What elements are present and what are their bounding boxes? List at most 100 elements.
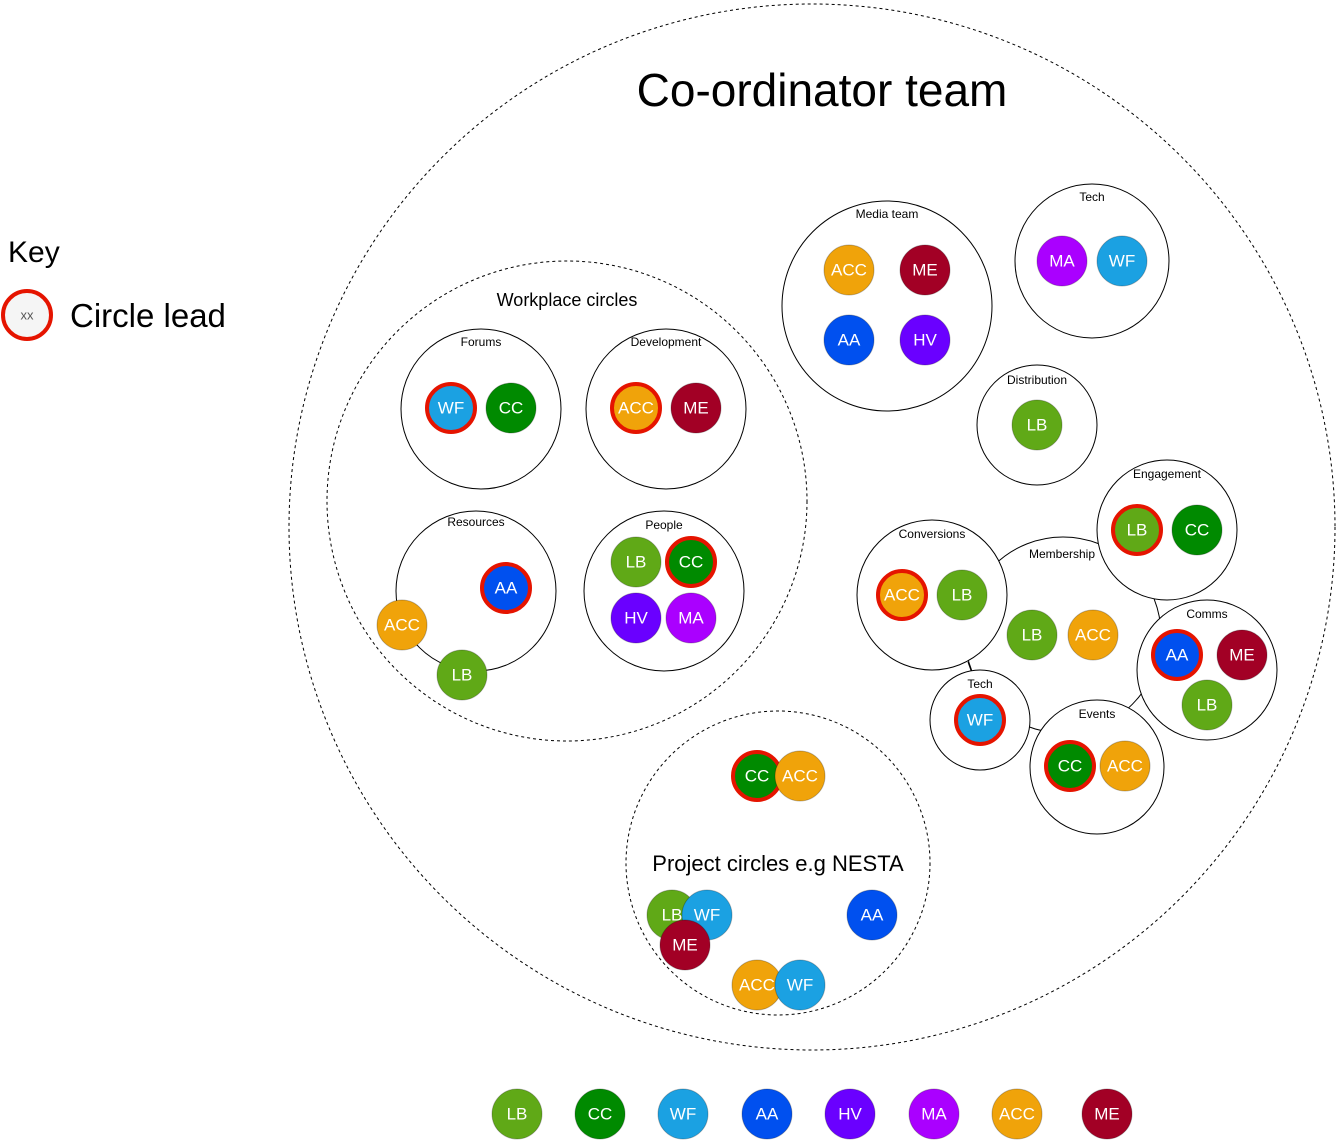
events-circle xyxy=(1029,699,1165,835)
tech-top-circle xyxy=(1014,183,1170,339)
membership-label: Membership xyxy=(1029,547,1095,561)
tech-lower-label: Tech xyxy=(967,677,992,691)
member-node-circle xyxy=(774,959,826,1011)
forums-label: Forums xyxy=(461,335,502,349)
member-node-label: ACC xyxy=(739,976,775,995)
legend-node-aa: AA xyxy=(741,1088,793,1140)
member-node-circle xyxy=(1006,609,1058,661)
legend-node-circle xyxy=(908,1088,960,1140)
member-node-label: ACC xyxy=(884,586,920,605)
member-node-circle xyxy=(954,694,1006,746)
workplace-circles-boundary xyxy=(326,260,808,742)
member-node-label: MA xyxy=(1049,252,1075,271)
member-node-circle xyxy=(670,382,722,434)
member-node-lb: LB xyxy=(610,536,662,588)
member-node-circle xyxy=(1216,629,1268,681)
member-node-label: LB xyxy=(1197,696,1218,715)
member-node-circle xyxy=(1151,629,1203,681)
member-node-label: CC xyxy=(499,399,524,418)
member-node-lb: LB xyxy=(1011,399,1063,451)
resources-label: Resources xyxy=(447,515,504,529)
coordinator-team-boundary xyxy=(288,3,1336,1051)
member-node-circle xyxy=(425,382,477,434)
member-node-me: ME xyxy=(659,919,711,971)
legend-node-label: HV xyxy=(838,1105,862,1124)
member-node-circle xyxy=(376,599,428,651)
member-node-label: ACC xyxy=(1107,757,1143,776)
media-team-label: Media team xyxy=(856,207,919,221)
legend-node-label: ME xyxy=(1094,1105,1120,1124)
member-node-wf: WF xyxy=(1096,235,1148,287)
member-node-label: LB xyxy=(662,906,683,925)
conversions-circle xyxy=(856,519,1008,671)
member-node-wf-lead: WF xyxy=(425,382,477,434)
project-circles-label: Project circles e.g NESTA xyxy=(652,851,904,876)
member-node-wf-lead: WF xyxy=(954,694,1006,746)
member-node-label: WF xyxy=(1109,252,1135,271)
member-node-circle xyxy=(436,649,488,701)
member-node-label: AA xyxy=(1166,646,1189,665)
member-node-label: AA xyxy=(838,331,861,350)
member-node-label: LB xyxy=(952,586,973,605)
legend-node-label: MA xyxy=(921,1105,947,1124)
legend-node-circle xyxy=(741,1088,793,1140)
member-node-circle xyxy=(936,569,988,621)
development-label: Development xyxy=(631,335,702,349)
member-node-circle xyxy=(610,592,662,644)
legend-node-acc: ACC xyxy=(991,1088,1043,1140)
legend-node-label: CC xyxy=(588,1105,613,1124)
diagram-title: Co-ordinator team xyxy=(637,64,1008,116)
member-node-label: ACC xyxy=(384,616,420,635)
legend-node-circle xyxy=(1081,1088,1133,1140)
member-node-ma: MA xyxy=(1036,235,1088,287)
member-node-label: ACC xyxy=(831,261,867,280)
member-node-label: LB xyxy=(1022,626,1043,645)
member-node-label: HV xyxy=(913,331,937,350)
member-node-cc: CC xyxy=(485,382,537,434)
people-circle xyxy=(583,510,745,672)
people-label: People xyxy=(645,518,683,532)
member-node-label: WF xyxy=(967,711,993,730)
member-node-aa: AA xyxy=(846,889,898,941)
member-node-acc: ACC xyxy=(731,959,783,1011)
key-label: Circle lead xyxy=(70,297,226,334)
member-node-acc: ACC xyxy=(376,599,428,651)
legend-node-label: LB xyxy=(507,1105,528,1124)
member-node-circle xyxy=(774,750,826,802)
member-node-circle xyxy=(1096,235,1148,287)
tech-top-label: Tech xyxy=(1079,190,1104,204)
member-node-label: CC xyxy=(1185,521,1210,540)
member-node-circle xyxy=(1036,235,1088,287)
member-node-circle xyxy=(823,314,875,366)
member-node-wf: WF xyxy=(774,959,826,1011)
member-node-label: ME xyxy=(672,936,698,955)
member-node-label: ACC xyxy=(782,767,818,786)
key-sample-text: xx xyxy=(21,308,35,323)
member-node-label: ME xyxy=(1229,646,1255,665)
member-node-hv: HV xyxy=(899,314,951,366)
member-node-lb: LB xyxy=(1181,679,1233,731)
member-node-label: AA xyxy=(861,906,884,925)
member-node-lb: LB xyxy=(436,649,488,701)
member-node-cc-lead: CC xyxy=(665,536,717,588)
member-node-circle xyxy=(899,244,951,296)
member-node-aa-lead: AA xyxy=(1151,629,1203,681)
member-node-label: ME xyxy=(683,399,709,418)
legend-node-circle xyxy=(991,1088,1043,1140)
legend-node-circle xyxy=(657,1088,709,1140)
member-node-circle xyxy=(1011,399,1063,451)
member-node-me: ME xyxy=(1216,629,1268,681)
member-node-circle xyxy=(1181,679,1233,731)
member-node-ma: MA xyxy=(665,592,717,644)
member-node-circle xyxy=(659,919,711,971)
legend-node-cc: CC xyxy=(574,1088,626,1140)
legend-node-label: ACC xyxy=(999,1105,1035,1124)
member-node-label: LB xyxy=(1127,521,1148,540)
member-node-acc: ACC xyxy=(823,244,875,296)
member-node-cc: CC xyxy=(1171,504,1223,556)
member-node-circle xyxy=(665,536,717,588)
legend-node-circle xyxy=(574,1088,626,1140)
legend-node-wf: WF xyxy=(657,1088,709,1140)
